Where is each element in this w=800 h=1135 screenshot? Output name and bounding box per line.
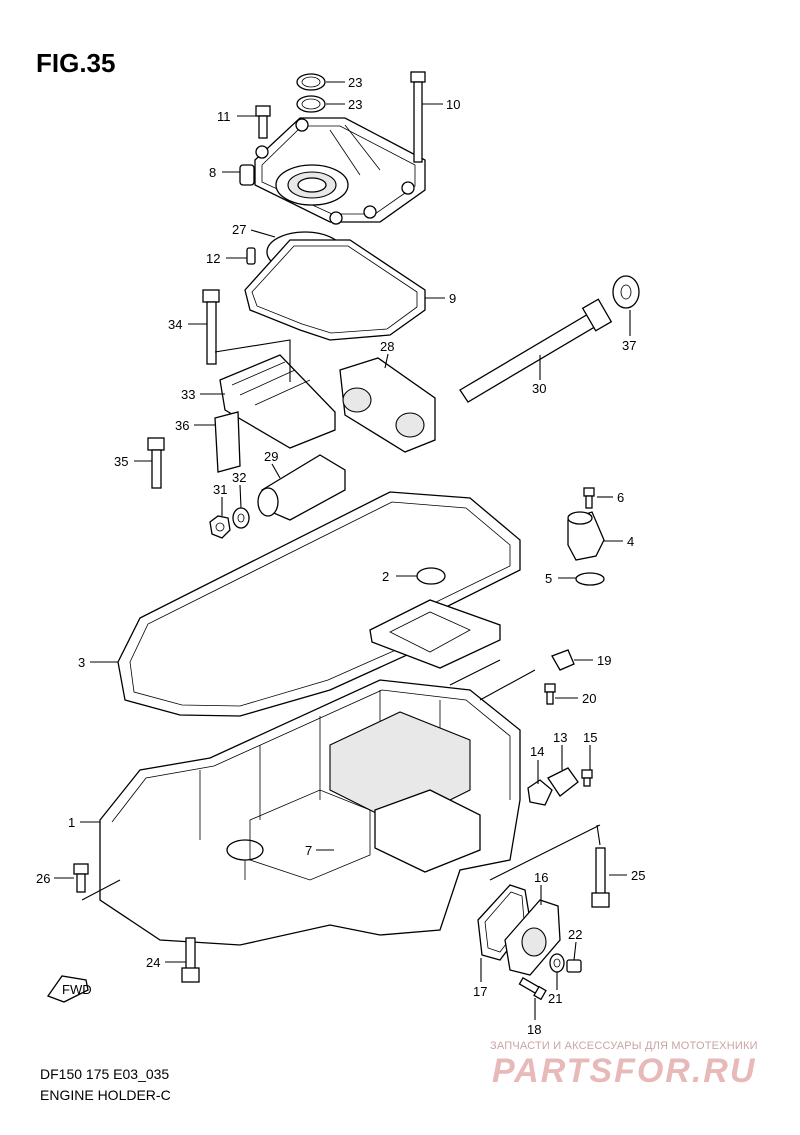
callout-28: 28 <box>380 339 394 354</box>
washer-part-32 <box>232 507 250 529</box>
sleeve-part-29 <box>257 454 346 521</box>
callout-32: 32 <box>232 470 246 485</box>
long-bolt-part-10 <box>410 71 426 163</box>
callout-4: 4 <box>627 534 634 549</box>
callout-36: 36 <box>175 418 189 433</box>
footer-section-line: ENGINE HOLDER-C <box>40 1087 171 1103</box>
callout-15: 15 <box>583 730 597 745</box>
callout-27: 27 <box>232 222 246 237</box>
bolt-part-18 <box>518 977 547 1001</box>
callout-24: 24 <box>146 955 160 970</box>
callout-12: 12 <box>206 251 220 266</box>
callout-30: 30 <box>532 381 546 396</box>
callout-33: 33 <box>181 387 195 402</box>
callout-37: 37 <box>622 338 636 353</box>
sensor-part-19 <box>551 649 575 671</box>
o-ring-part-2 <box>416 567 446 585</box>
callout-21: 21 <box>548 991 562 1006</box>
bolt-part-25 <box>591 847 610 908</box>
callout-18: 18 <box>527 1022 541 1037</box>
bolt-part-26 <box>73 863 89 893</box>
cover-part-16 <box>504 899 561 976</box>
washer-part-37 <box>612 275 640 309</box>
drain-plug-part-22 <box>566 959 582 973</box>
bolt-part-24 <box>181 937 200 983</box>
callout-1: 1 <box>68 815 75 830</box>
callout-leaders <box>54 81 631 1020</box>
top-cover-part-8 <box>239 117 426 225</box>
fitting-part-4 <box>567 511 605 561</box>
bolt-part-34 <box>202 289 220 365</box>
callout-11: 11 <box>217 109 231 124</box>
callout-22: 22 <box>568 927 582 942</box>
callout-10: 10 <box>446 97 460 112</box>
bolt-part-35 <box>147 437 165 489</box>
callout-23a: 23 <box>348 75 362 90</box>
washer-part-21 <box>549 953 565 973</box>
callout-19: 19 <box>597 653 611 668</box>
bolt-part-6 <box>583 487 595 509</box>
callout-8: 8 <box>209 165 216 180</box>
callout-20: 20 <box>582 691 596 706</box>
footer-model-line: DF150 175 E03_035 <box>40 1066 170 1082</box>
callout-3: 3 <box>78 655 85 670</box>
watermark-logo: PARTSFOR.RU <box>492 1052 757 1090</box>
gasket-part-14 <box>527 779 553 806</box>
nut-part-31 <box>209 515 231 539</box>
callout-35: 35 <box>114 454 128 469</box>
callout-17: 17 <box>473 984 487 999</box>
figure-title: FIG.35 <box>36 48 116 78</box>
plate-part-36 <box>214 411 241 473</box>
callout-26: 26 <box>36 871 50 886</box>
callout-23b: 23 <box>348 97 362 112</box>
callout-2: 2 <box>382 569 389 584</box>
callout-14: 14 <box>530 744 544 759</box>
callout-5: 5 <box>545 571 552 586</box>
callout-13: 13 <box>553 730 567 745</box>
o-ring-part-5 <box>575 572 605 586</box>
callout-25: 25 <box>631 868 645 883</box>
oil-seals-part-23 <box>296 73 326 113</box>
callout-9: 9 <box>449 291 456 306</box>
fwd-arrow-icon: FWD <box>46 975 92 1003</box>
bracket-part-28 <box>339 357 436 453</box>
shaft-part-30 <box>459 298 613 403</box>
gasket-part-9 <box>244 239 426 341</box>
callout-16: 16 <box>534 870 548 885</box>
holder-part-33 <box>214 339 336 449</box>
callout-numbers: 23 23 11 10 8 27 12 9 34 37 28 30 33 36 … <box>36 75 645 1037</box>
callout-6: 6 <box>617 490 624 505</box>
fwd-label: FWD <box>62 982 92 997</box>
watermark-tagline: ЗАПЧАСТИ И АКСЕССУАРЫ ДЛЯ МОТОТЕХНИКИ <box>490 1040 758 1052</box>
callout-31: 31 <box>213 482 227 497</box>
bolt-part-15 <box>581 769 593 787</box>
cover-part-13 <box>547 767 579 797</box>
callout-29: 29 <box>264 449 278 464</box>
callout-34: 34 <box>168 317 182 332</box>
bolt-part-11 <box>255 105 271 139</box>
bolt-part-20 <box>544 683 556 705</box>
pin-part-12 <box>246 247 256 265</box>
oil-pan-part-1 <box>99 679 521 946</box>
callout-7: 7 <box>305 843 312 858</box>
